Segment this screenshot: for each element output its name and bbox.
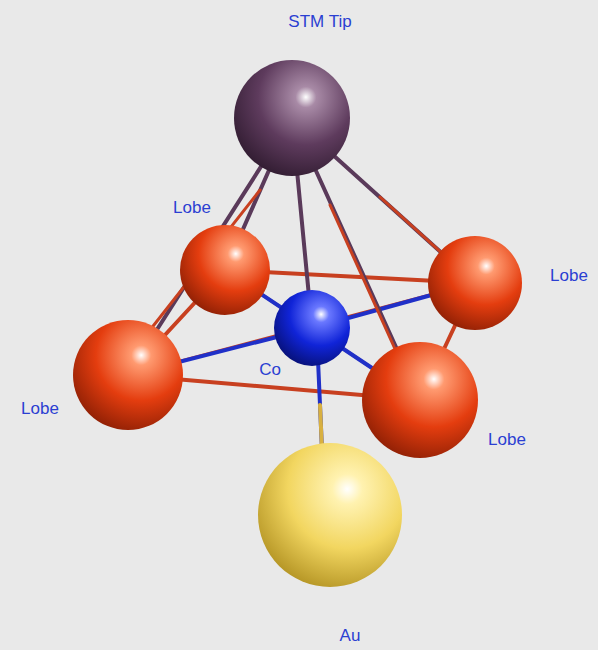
tip-sphere xyxy=(234,60,350,176)
gold-label: Au xyxy=(340,627,361,646)
lobe-label: Lobe xyxy=(173,199,211,218)
lobe-sphere xyxy=(180,225,270,315)
cobalt-label: Co xyxy=(257,361,283,380)
lobe-label: Lobe xyxy=(488,431,526,450)
lobe-label: Lobe xyxy=(21,400,59,419)
gold-sphere xyxy=(258,443,402,587)
lobe-sphere xyxy=(73,320,183,430)
lobe-sphere xyxy=(428,236,522,330)
cobalt-sphere xyxy=(274,290,350,366)
lobe-label: Lobe xyxy=(550,267,588,286)
lobe-sphere xyxy=(362,342,478,458)
tip-label: STM Tip xyxy=(288,13,351,32)
